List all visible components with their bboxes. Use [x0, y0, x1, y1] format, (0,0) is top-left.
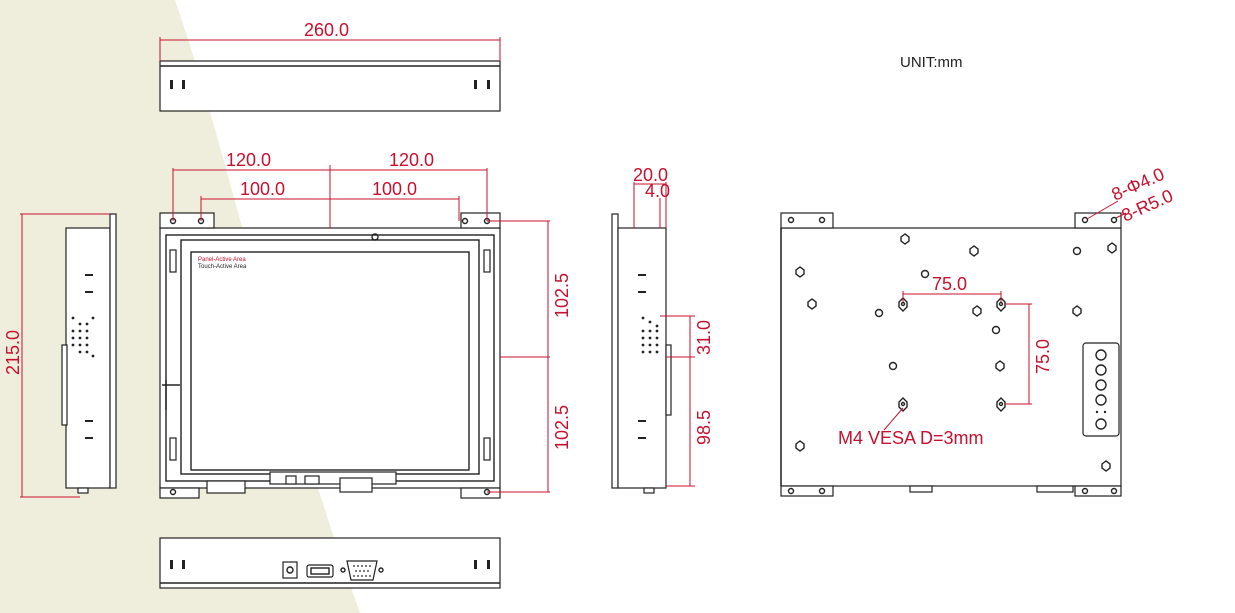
- touch-active-area-label: Touch-Active Area: [198, 264, 247, 270]
- height-dimension: 215.0: [3, 213, 110, 498]
- front-height-dimensions: 102.5 102.5: [487, 220, 572, 493]
- inner-span-right-label: 100.0: [372, 179, 417, 199]
- hole-span-left-label: 120.0: [226, 150, 271, 170]
- panel-active-area-label: Panel-Active Area: [198, 257, 246, 263]
- rear-view: [780, 212, 1122, 497]
- vesa-horizontal-label: 75.0: [932, 274, 967, 294]
- top-width-dimension: 260.0: [159, 20, 501, 61]
- vesa-dimensions: 75.0 75.0 M4 VESA D=3mm: [838, 274, 1053, 448]
- hole-span-right-label: 120.0: [389, 150, 434, 170]
- left-side-view: [61, 213, 117, 494]
- front-view: [159, 212, 501, 499]
- right-side-view: [611, 213, 672, 494]
- side-offset-dimensions: 31.0 98.5: [660, 315, 714, 487]
- inner-span-left-label: 100.0: [240, 179, 285, 199]
- unit-label: UNIT:mm: [900, 54, 963, 71]
- vesa-vertical-label: 75.0: [1033, 339, 1053, 374]
- half-height-bottom-label: 102.5: [552, 405, 572, 450]
- depth-dimensions: 20.0 4.0: [633, 165, 670, 228]
- top-view: [159, 60, 501, 112]
- side-offset-upper-label: 31.0: [694, 320, 714, 355]
- height-total-label: 215.0: [3, 330, 23, 375]
- vesa-note-label: M4 VESA D=3mm: [838, 428, 984, 448]
- depth-small-label: 4.0: [645, 181, 670, 201]
- depth-label: 20.0: [633, 165, 668, 185]
- bottom-view: [159, 537, 501, 589]
- front-active-area-labels: Panel-Active Area Touch-Active Area: [198, 257, 247, 270]
- side-offset-lower-label: 98.5: [694, 410, 714, 445]
- front-width-dimensions: 120.0 120.0 100.0 100.0: [172, 150, 488, 228]
- half-height-top-label: 102.5: [552, 273, 572, 318]
- top-width-label: 260.0: [304, 20, 349, 40]
